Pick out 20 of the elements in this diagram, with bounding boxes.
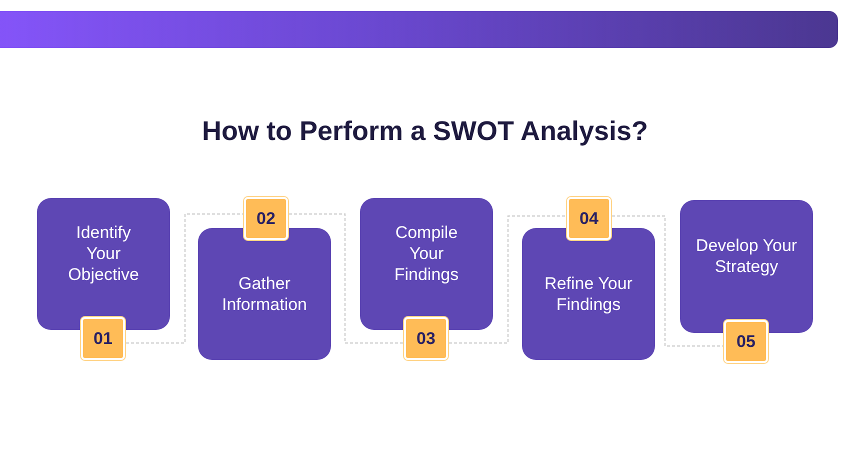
step-number-badge: 03 xyxy=(403,316,449,361)
step-title: Gather Information xyxy=(220,273,308,315)
dashed-connector xyxy=(612,215,723,347)
step-number-badge: 05 xyxy=(723,319,769,364)
step-number-badge: 01 xyxy=(80,316,126,361)
step-card xyxy=(198,228,331,360)
dashed-connector xyxy=(449,215,566,344)
step-card xyxy=(360,198,493,330)
step-card xyxy=(680,200,813,333)
dashed-connector xyxy=(126,213,243,344)
step-title: Identify Your Objective xyxy=(67,222,140,284)
step-card xyxy=(522,228,655,360)
step-title: Refine Your Findings xyxy=(544,273,634,315)
page-title: How to Perform a SWOT Analysis? xyxy=(202,115,648,148)
step-card xyxy=(37,198,170,330)
step-number-badge: 02 xyxy=(243,196,289,241)
step-title: Develop Your Strategy xyxy=(694,234,798,276)
step-number-badge: 04 xyxy=(566,196,612,241)
step-title: Compile Your Findings xyxy=(393,222,460,284)
dashed-connector xyxy=(289,213,403,344)
